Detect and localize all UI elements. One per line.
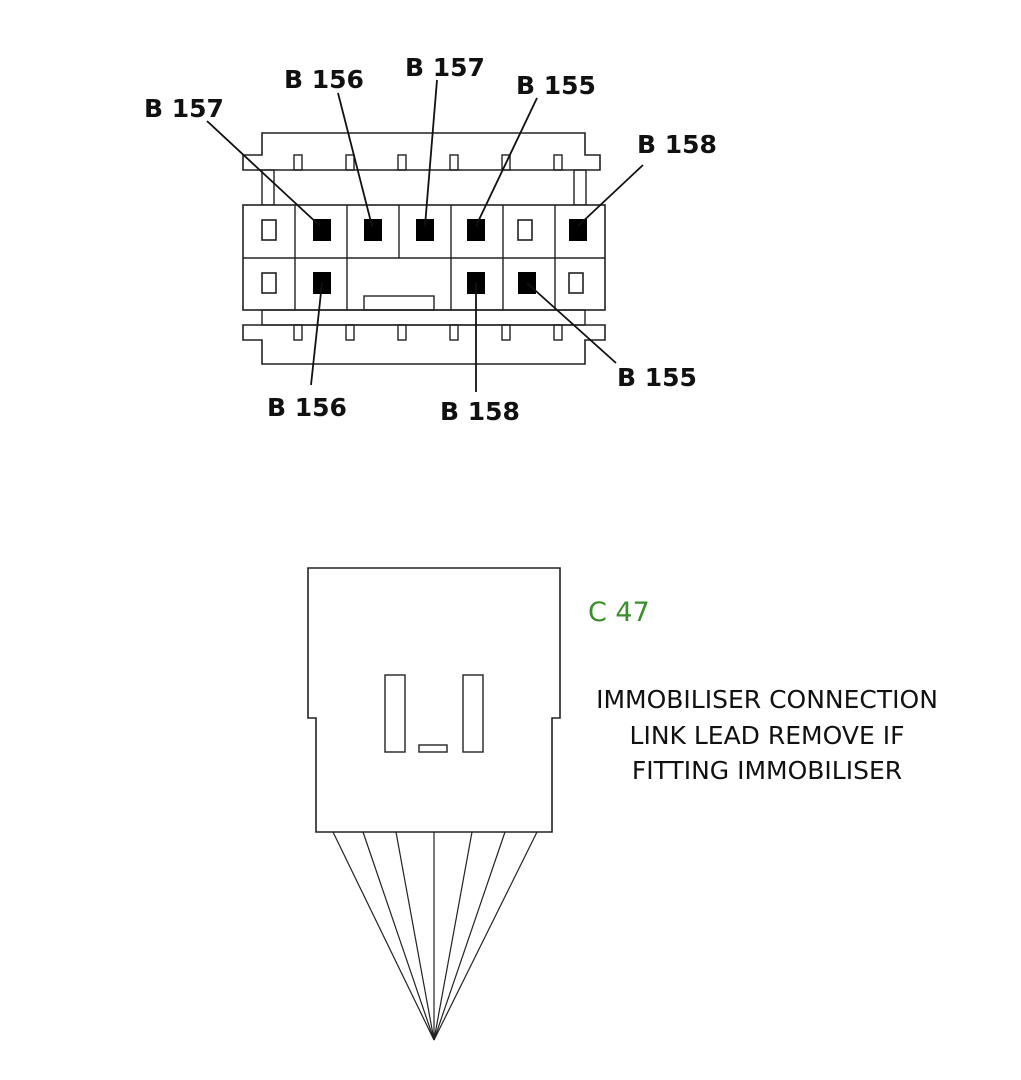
connector-left-post [261, 169, 275, 206]
pin-empty [568, 272, 584, 294]
lower-connector: C 47 IMMOBILISER CONNECTION LINK LEAD RE… [307, 567, 938, 1041]
pin-empty [261, 272, 277, 294]
connector-bottom-rail [242, 324, 606, 365]
immobiliser-note-line-2: LINK LEAD REMOVE IF [630, 721, 905, 750]
link-lead-housing [307, 567, 561, 833]
pin-label-b157-top: B 157 [405, 53, 485, 82]
pin-label-b158-bottom: B 158 [440, 397, 520, 426]
link-bridge [418, 744, 448, 753]
pin-filled [467, 219, 485, 241]
connector-top-row-pins [261, 219, 587, 241]
pin-empty [261, 219, 277, 241]
immobiliser-note-line-1: IMMOBILISER CONNECTION [596, 685, 938, 714]
link-terminal-right [462, 674, 484, 753]
pin-label-b156-top: B 156 [284, 65, 364, 94]
pin-filled [364, 219, 382, 241]
pin-filled [416, 219, 434, 241]
pin-leader-lines [206, 79, 644, 392]
connector-bottom-teeth [293, 324, 563, 341]
pin-label-b155-top: B 155 [516, 71, 596, 100]
immobiliser-note-line-3: FITTING IMMOBILISER [632, 756, 902, 785]
pin-label-b155-right: B 155 [617, 363, 697, 392]
upper-connector: B 157 B 156 B 157 B 155 B 158 B 155 B 15… [144, 53, 717, 426]
connector-top-rail [242, 132, 601, 171]
connector-top-row-dividers [294, 205, 556, 258]
link-terminal-left [384, 674, 406, 753]
pin-label-b158-right: B 158 [637, 130, 717, 159]
pin-empty [517, 219, 533, 241]
connector-right-post [573, 169, 587, 206]
pin-filled [569, 219, 587, 241]
connector-bottom-row-dividers [294, 258, 556, 310]
connector-top-teeth [293, 154, 563, 171]
harness-wires [332, 831, 538, 1041]
pin-label-b156-bottom: B 156 [267, 393, 347, 422]
pin-label-b157-left: B 157 [144, 94, 224, 123]
connector-ref-c47: C 47 [588, 597, 650, 628]
